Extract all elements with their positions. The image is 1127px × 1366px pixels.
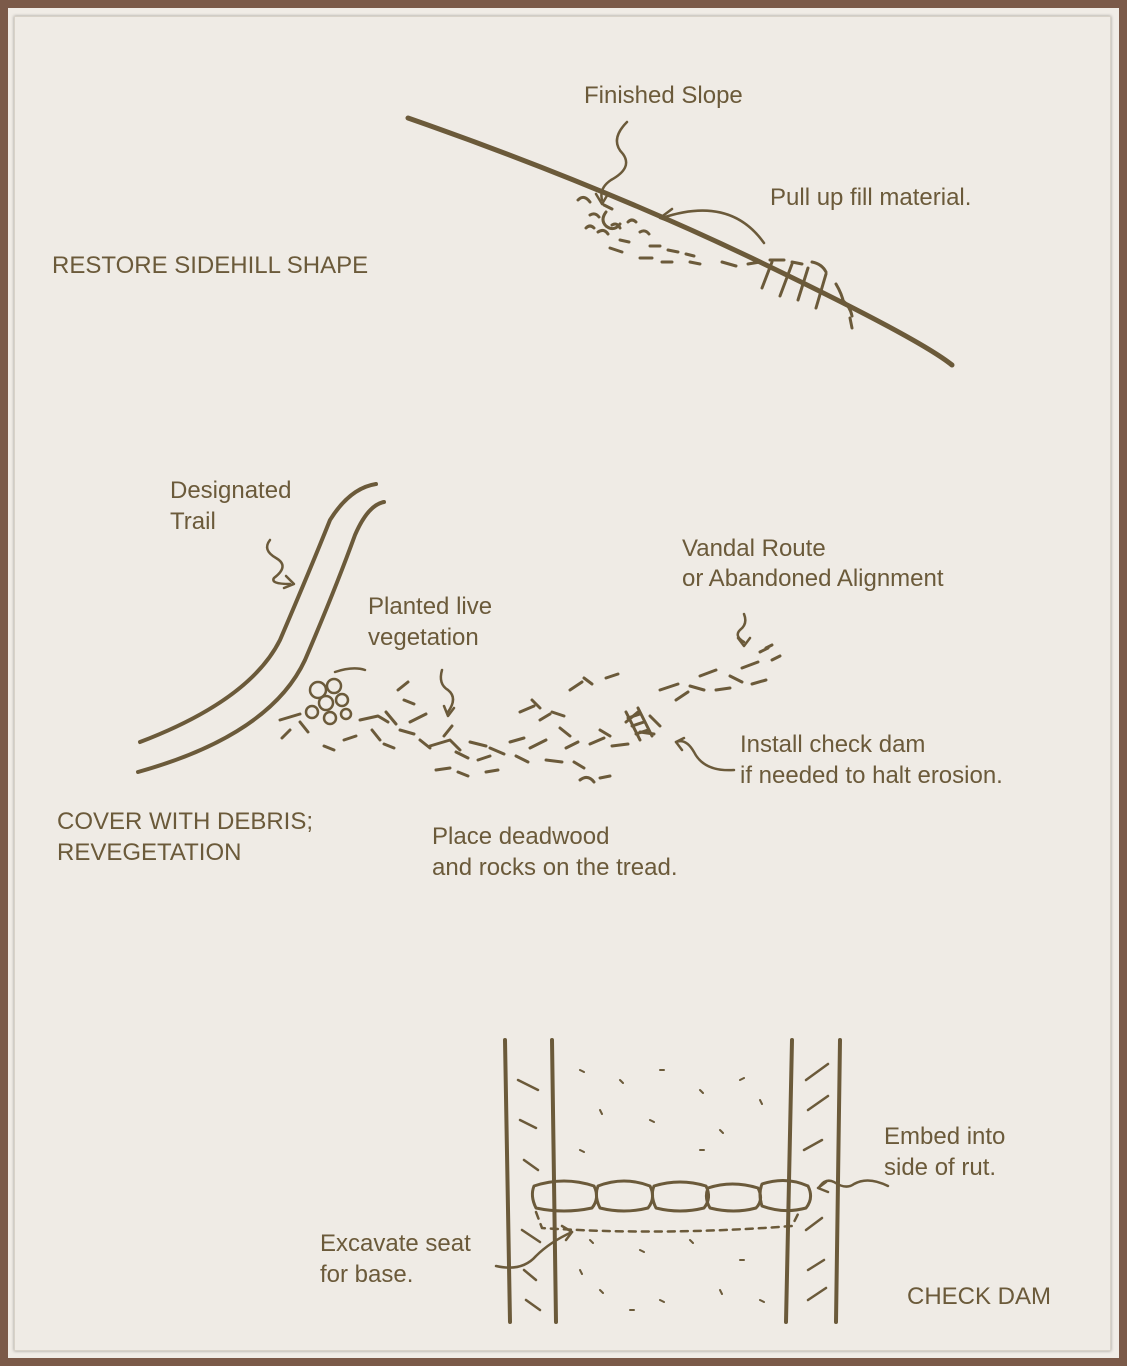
excavate-label-2: for base. xyxy=(320,1259,413,1290)
checkdam-ladder xyxy=(626,708,652,740)
debris-title-2: REVEGETATION xyxy=(57,837,241,868)
embed-arrowhead xyxy=(818,1182,828,1192)
fill-wedge-hatch xyxy=(722,260,852,328)
planted-leader xyxy=(441,670,453,712)
trail-leader-arrowhead xyxy=(284,576,294,588)
vandal-route-label-1: Vandal Route xyxy=(682,533,826,564)
checkdam-leader xyxy=(676,741,734,770)
finished-slope-label: Finished Slope xyxy=(584,80,743,111)
trail-line-inner xyxy=(138,502,384,772)
sidehill-title: RESTORE SIDEHILL SHAPE xyxy=(52,250,368,281)
designated-trail-label-1: Designated xyxy=(170,475,291,506)
planted-vegetation-label-1: Planted live xyxy=(368,591,492,622)
checkdam-stones xyxy=(532,1180,810,1211)
pull-up-fill-label: Pull up fill material. xyxy=(770,182,971,213)
slope-line xyxy=(408,118,952,365)
rocks-cluster xyxy=(306,679,351,724)
embed-leader xyxy=(820,1180,888,1186)
checkdam-leader-arrowhead xyxy=(676,738,684,750)
planted-arrow-small xyxy=(335,668,365,672)
excavated-seat xyxy=(536,1210,800,1232)
rut-right-outer xyxy=(836,1040,840,1322)
install-checkdam-label-1: Install check dam xyxy=(740,729,925,760)
excavate-label-1: Excavate seat xyxy=(320,1228,471,1259)
debris-title-1: COVER WITH DEBRIS; xyxy=(57,806,313,837)
checkdam-title: CHECK DAM xyxy=(907,1281,1051,1312)
install-checkdam-label-2: if needed to halt erosion. xyxy=(740,760,1003,791)
soil-specks xyxy=(580,1070,764,1310)
deadwood-label-1: Place deadwood xyxy=(432,821,609,852)
embed-label-1: Embed into xyxy=(884,1121,1005,1152)
finished-slope-leader xyxy=(601,122,627,200)
deadwood-label-2: and rocks on the tread. xyxy=(432,852,677,883)
rut-wall-marks xyxy=(518,1064,828,1310)
planted-vegetation-label-2: vegetation xyxy=(368,622,479,653)
vandal-route-label-2: or Abandoned Alignment xyxy=(682,563,944,594)
sidehill-diagram xyxy=(408,118,952,365)
vandal-marks xyxy=(760,645,780,660)
rut-left-outer xyxy=(505,1040,510,1322)
embed-label-2: side of rut. xyxy=(884,1152,996,1183)
designated-trail-label-2: Trail xyxy=(170,506,216,537)
checkdam-diagram xyxy=(496,1040,888,1322)
vegetation-debris xyxy=(280,662,766,782)
